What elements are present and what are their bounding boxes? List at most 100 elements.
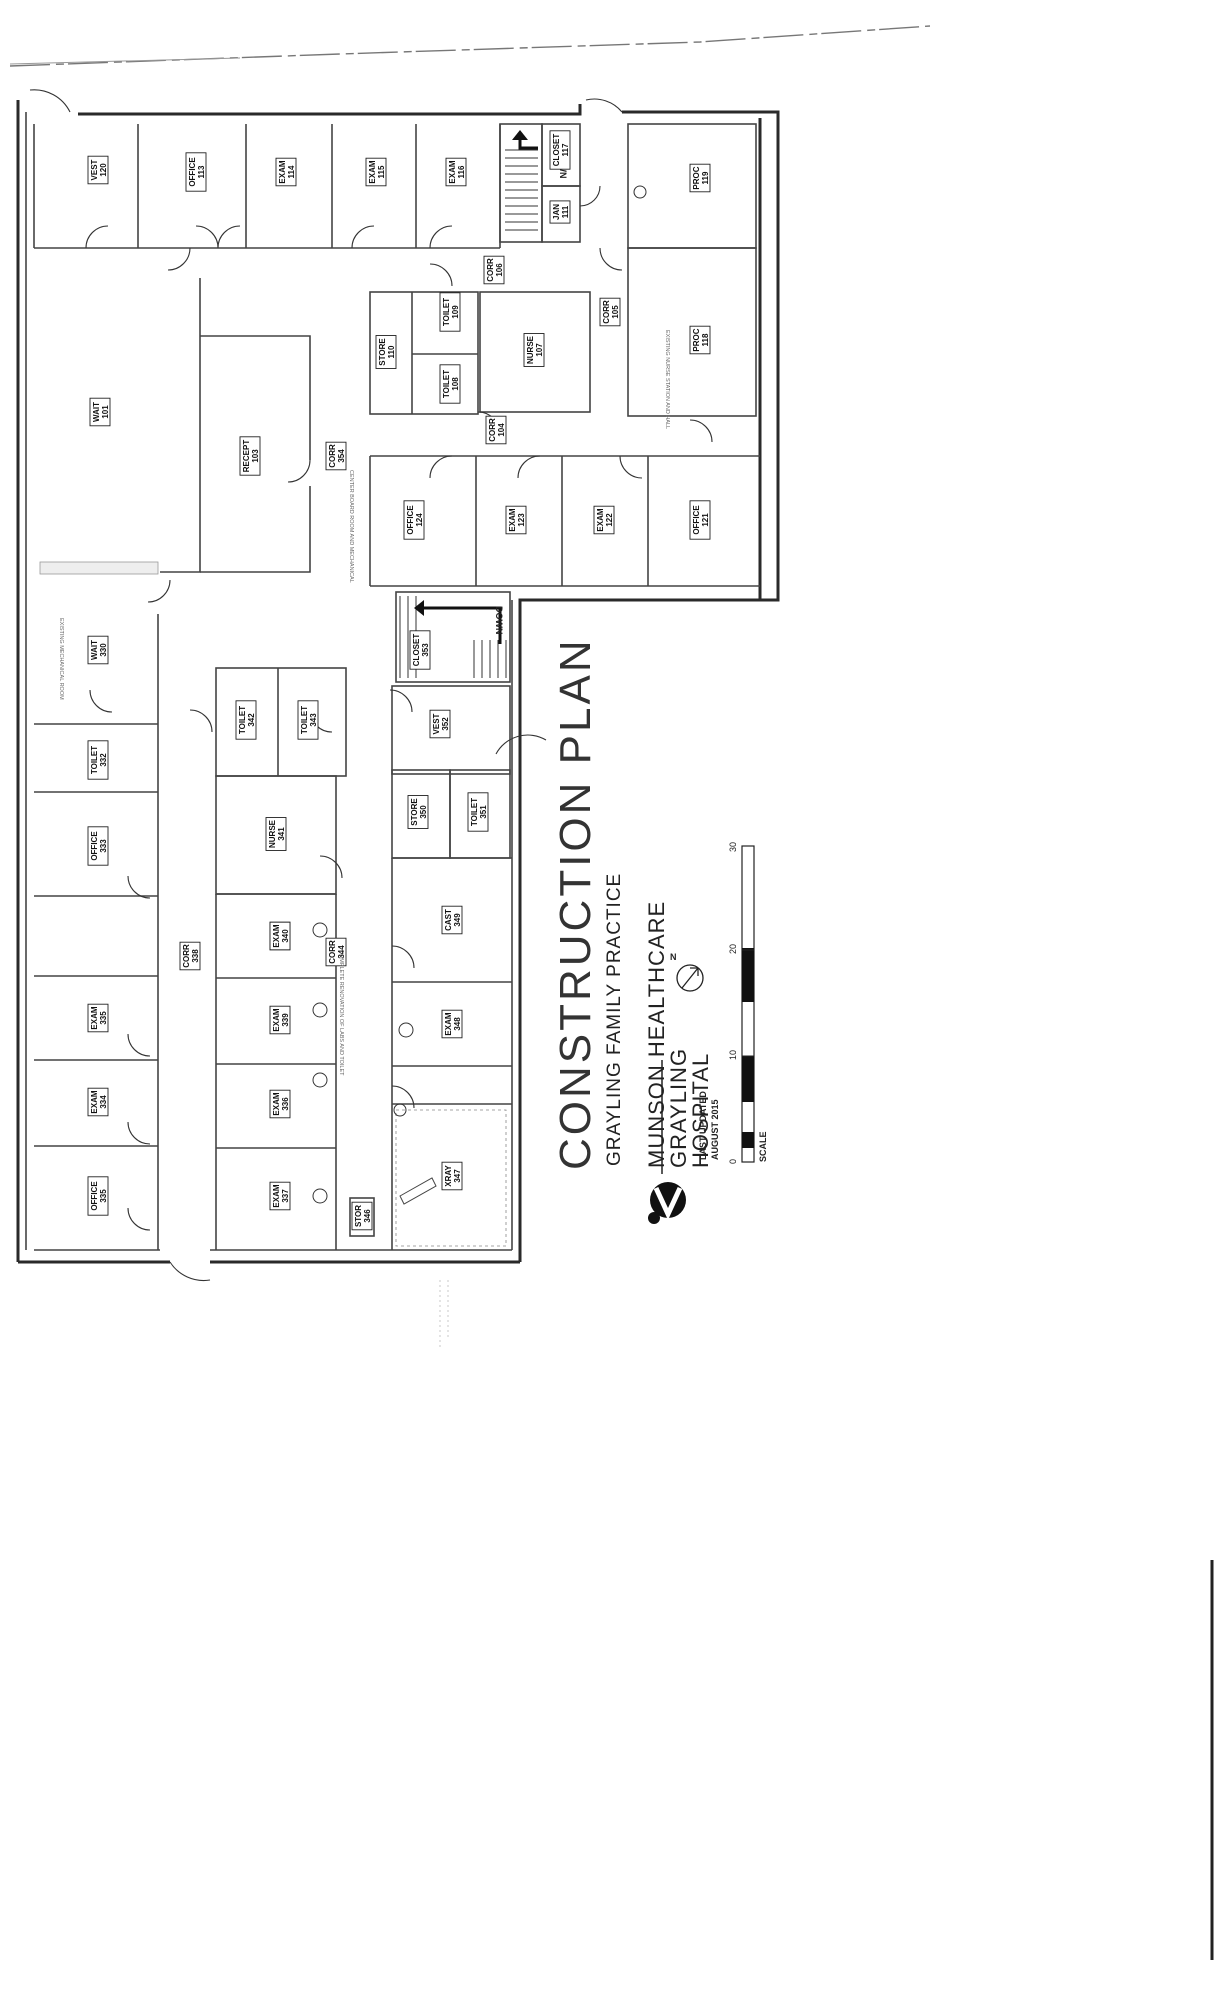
room-name: EXAM bbox=[272, 924, 281, 947]
annotations: EXISTING MECHANICAL ROOM CENTER BOARD RO… bbox=[58, 330, 670, 1076]
room-name: EXAM bbox=[272, 1092, 281, 1115]
note-mechanical: EXISTING MECHANICAL ROOM bbox=[58, 618, 64, 700]
room-name: EXAM bbox=[278, 160, 287, 183]
north-wing-interior bbox=[33, 123, 760, 587]
room-name: EXAM bbox=[90, 1006, 99, 1029]
room-number: 123 bbox=[517, 513, 526, 527]
room-number: 124 bbox=[415, 513, 424, 527]
north-arrow-icon: N bbox=[670, 952, 704, 992]
room-number: 107 bbox=[535, 343, 544, 357]
plan-subtitle: GRAYLING FAMILY PRACTICE bbox=[604, 873, 625, 1166]
room-name: EXAM bbox=[272, 1184, 281, 1207]
room-name: OFFICE bbox=[188, 157, 197, 187]
room-name: TOILET bbox=[442, 298, 451, 326]
door-swings bbox=[29, 89, 713, 1282]
room-name: EXAM bbox=[368, 160, 377, 183]
room-number: 351 bbox=[479, 805, 488, 819]
scale-tick-20: 20 bbox=[728, 944, 738, 954]
title-block: CONSTRUCTION PLAN GRAYLING FAMILY PRACTI… bbox=[551, 637, 768, 1224]
scale-tick-10: 10 bbox=[728, 1050, 738, 1060]
room-name: CORR bbox=[328, 444, 337, 468]
room-number: 354 bbox=[337, 449, 346, 463]
room-name: EXAM bbox=[448, 160, 457, 183]
room-name: CORR bbox=[486, 258, 495, 282]
room-number: 338 bbox=[191, 949, 200, 963]
room-name: TOILET bbox=[470, 798, 479, 826]
room-number: 330 bbox=[99, 643, 108, 657]
room-number: 334 bbox=[99, 1095, 108, 1109]
down-label-south: DOWN bbox=[494, 606, 504, 635]
room-number: 353 bbox=[421, 643, 430, 657]
scale-tick-30: 30 bbox=[728, 842, 738, 852]
org-line3: HOSPITAL bbox=[688, 1053, 713, 1168]
room-name: OFFICE bbox=[90, 831, 99, 861]
room-number: 117 bbox=[561, 143, 570, 156]
room-name: EXAM bbox=[508, 508, 517, 531]
room-name: CAST bbox=[444, 909, 453, 931]
room-number: 344 bbox=[337, 945, 346, 959]
room-name: STOR bbox=[354, 1205, 363, 1227]
room-name: CORR bbox=[182, 944, 191, 968]
room-number: 103 bbox=[251, 449, 260, 463]
room-number: 347 bbox=[453, 1169, 462, 1183]
room-number: 337 bbox=[281, 1189, 290, 1203]
room-number: 109 bbox=[451, 305, 460, 319]
room-name: RECEPT bbox=[242, 440, 251, 473]
room-name: XRAY bbox=[444, 1165, 453, 1187]
room-number: 104 bbox=[497, 423, 506, 437]
org-line1: MUNSON HEALTHCARE bbox=[644, 901, 669, 1168]
room-number: 346 bbox=[363, 1209, 372, 1223]
room-number: 113 bbox=[197, 165, 206, 178]
room-number: 122 bbox=[605, 513, 614, 527]
room-name: WAIT bbox=[92, 402, 101, 422]
room-name: PROC bbox=[692, 166, 701, 189]
room-number: 339 bbox=[281, 1013, 290, 1027]
room-number: 121 bbox=[701, 513, 710, 527]
scale-label: SCALE bbox=[758, 1131, 768, 1162]
room-name: VEST bbox=[432, 713, 441, 734]
org-line2: GRAYLING bbox=[666, 1048, 691, 1168]
scale-bar: 0 10 20 30 SCALE bbox=[728, 842, 768, 1164]
room-number: 116 bbox=[457, 165, 466, 178]
room-name: WAIT bbox=[90, 640, 99, 660]
room-name: PROC bbox=[692, 328, 701, 351]
room-number: 114 bbox=[287, 165, 296, 178]
room-name: CORR bbox=[328, 940, 337, 964]
building-walls bbox=[16, 100, 780, 1264]
room-name: NURSE bbox=[268, 819, 277, 848]
room-number: 335 bbox=[99, 1011, 108, 1025]
last-updated-label: LAST UPDATED bbox=[698, 1091, 708, 1160]
